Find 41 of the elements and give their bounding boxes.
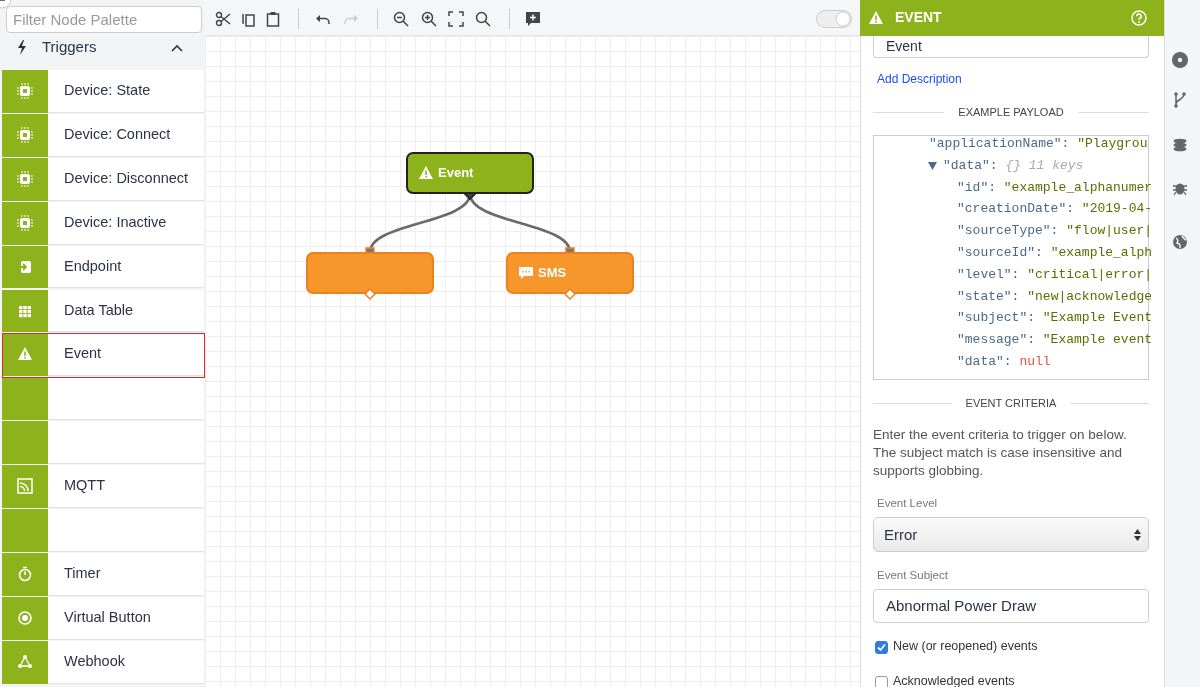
palette-item-label: Endpoint bbox=[64, 257, 123, 274]
checkbox-label: New (or reopened) events bbox=[893, 639, 1038, 653]
code-line: "level": "critical|error| bbox=[957, 266, 1153, 282]
field-label: Event Subject bbox=[877, 569, 949, 581]
code-line: "creationDate": "2019-04- bbox=[957, 201, 1153, 217]
flow-node bbox=[506, 252, 634, 294]
palette-item-label: Data Table bbox=[64, 301, 135, 318]
code-line: "data": null bbox=[957, 354, 1051, 369]
palette-item-label: Device: Disconnect bbox=[64, 169, 190, 186]
node-label: SMS bbox=[538, 265, 567, 280]
flow-node bbox=[306, 252, 434, 294]
palette-item-label: MQTT bbox=[64, 477, 107, 494]
code-line: "data": {} 11 keys bbox=[943, 157, 1084, 173]
code-line: "sourceType": "flow|user| bbox=[957, 223, 1153, 239]
code-line: "message": "Example event bbox=[957, 332, 1153, 348]
code-line: "id": "example_alphanumer bbox=[957, 179, 1153, 195]
flow-node bbox=[406, 152, 534, 194]
help-text: Enter the event criteria to trigger on below. The subject match is case insensitive and supports globbing. bbox=[873, 426, 1128, 480]
search-field: Filter Node Palette bbox=[6, 6, 202, 33]
name-input-field: Event bbox=[873, 36, 1149, 58]
event-level-select: Error bbox=[873, 517, 1149, 552]
code-line: "state": "new|acknowledge bbox=[957, 288, 1153, 304]
node-label: Event bbox=[438, 165, 474, 180]
palette-item-label: Virtual Button bbox=[64, 608, 152, 625]
palette-item-label: Event bbox=[64, 345, 103, 362]
palette-item-label: Device: Inactive bbox=[64, 213, 168, 230]
event-subject-field: Abnormal Power Draw bbox=[873, 589, 1149, 623]
add-description-link: Add Description bbox=[877, 72, 962, 86]
panel-title: EVENT bbox=[895, 9, 942, 25]
code-line: "subject": "Example Event bbox=[957, 310, 1153, 326]
checkbox-label: Acknowledged events bbox=[893, 674, 1015, 687]
section-heading: EXAMPLE PAYLOAD bbox=[873, 104, 1149, 120]
field-label: Event Level bbox=[877, 497, 939, 509]
section-heading: EVENT CRITERIA bbox=[873, 395, 1149, 411]
code-line: "applicationName": "Playgrou bbox=[929, 136, 1148, 151]
code-line: "sourceId": "example_alph bbox=[957, 245, 1153, 260]
section-heading: Triggers bbox=[42, 38, 98, 55]
palette-item-label: Device: Connect bbox=[64, 125, 172, 142]
palette-item-label: Device: State bbox=[64, 82, 152, 98]
palette-item-label: Webhook bbox=[64, 652, 126, 669]
palette-item-label: Timer bbox=[64, 564, 102, 581]
